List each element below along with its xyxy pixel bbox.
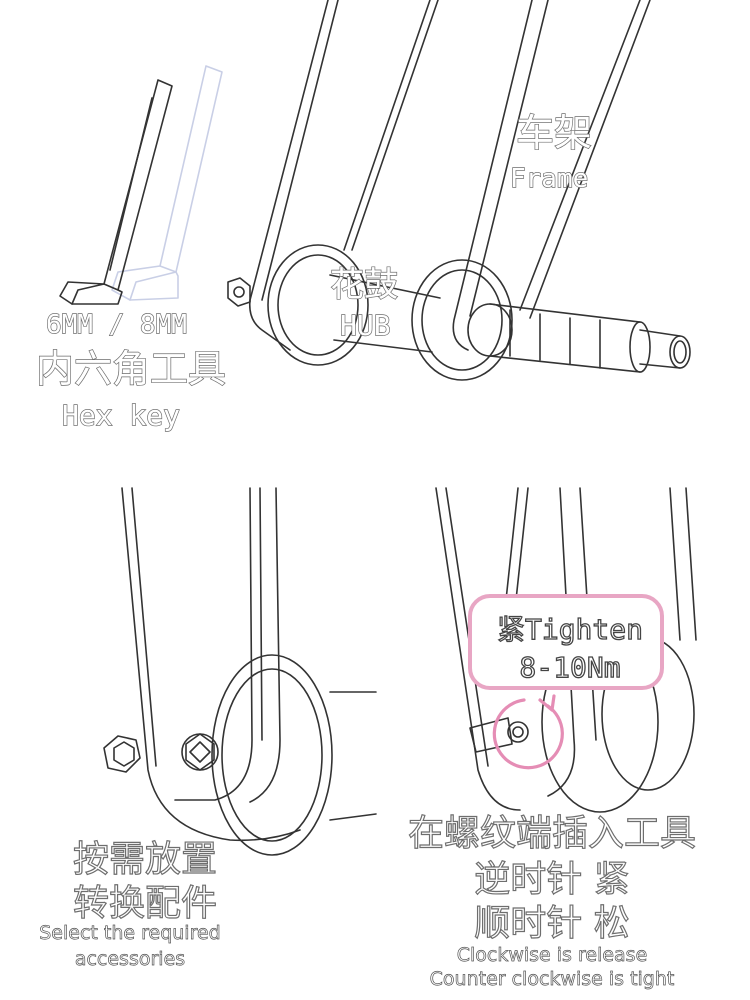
counterclockwise-arrow-icon [492,694,564,770]
accessories-label-cn-1: 按需放置 [72,839,217,880]
hex-key-ghost-icon [111,65,223,301]
accessories-label-en-2: accessories [74,948,186,970]
hex-bolt-icon [181,733,219,771]
torque-label-tighten: 紧Tighten [496,613,643,646]
torque-label-value: 8-10Nm [519,651,621,684]
hexkey-label-cn: 内六角工具 [35,347,227,391]
hub-icon [267,244,691,381]
hex-nut-icon [227,277,251,307]
cw-label-en: Clockwise is release [456,944,648,966]
insert-tool-label-cn: 在螺纹端插入工具 [407,813,696,854]
hexkey-label-en: Hex key [61,399,181,432]
tool-inserted-icon [469,717,529,753]
frame-dropout-left [121,487,377,856]
frame-label-en: Frame [509,164,589,194]
hex-key-icon [59,79,173,305]
accessories-label-cn-2: 转换配件 [72,883,217,924]
frame-arm-right [452,0,651,351]
hexkey-size-label: 6MM / 8MM [45,310,187,340]
ccw-label-cn: 逆时针 紧 [474,859,631,900]
torque-callout: 紧Tighten 8-10Nm [468,594,664,690]
cw-label-cn: 顺时针 松 [474,903,631,944]
hub-label-cn: 花鼓 [329,265,398,305]
ccw-label-en: Counter clockwise is tight [429,968,675,990]
accessories-label-en-1: Select the required [39,922,221,944]
frame-label-cn: 车架 [515,111,593,155]
hub-label-en: HUB [339,309,391,342]
frame-arm-left [248,0,439,351]
hex-adapter-icon [103,735,141,773]
